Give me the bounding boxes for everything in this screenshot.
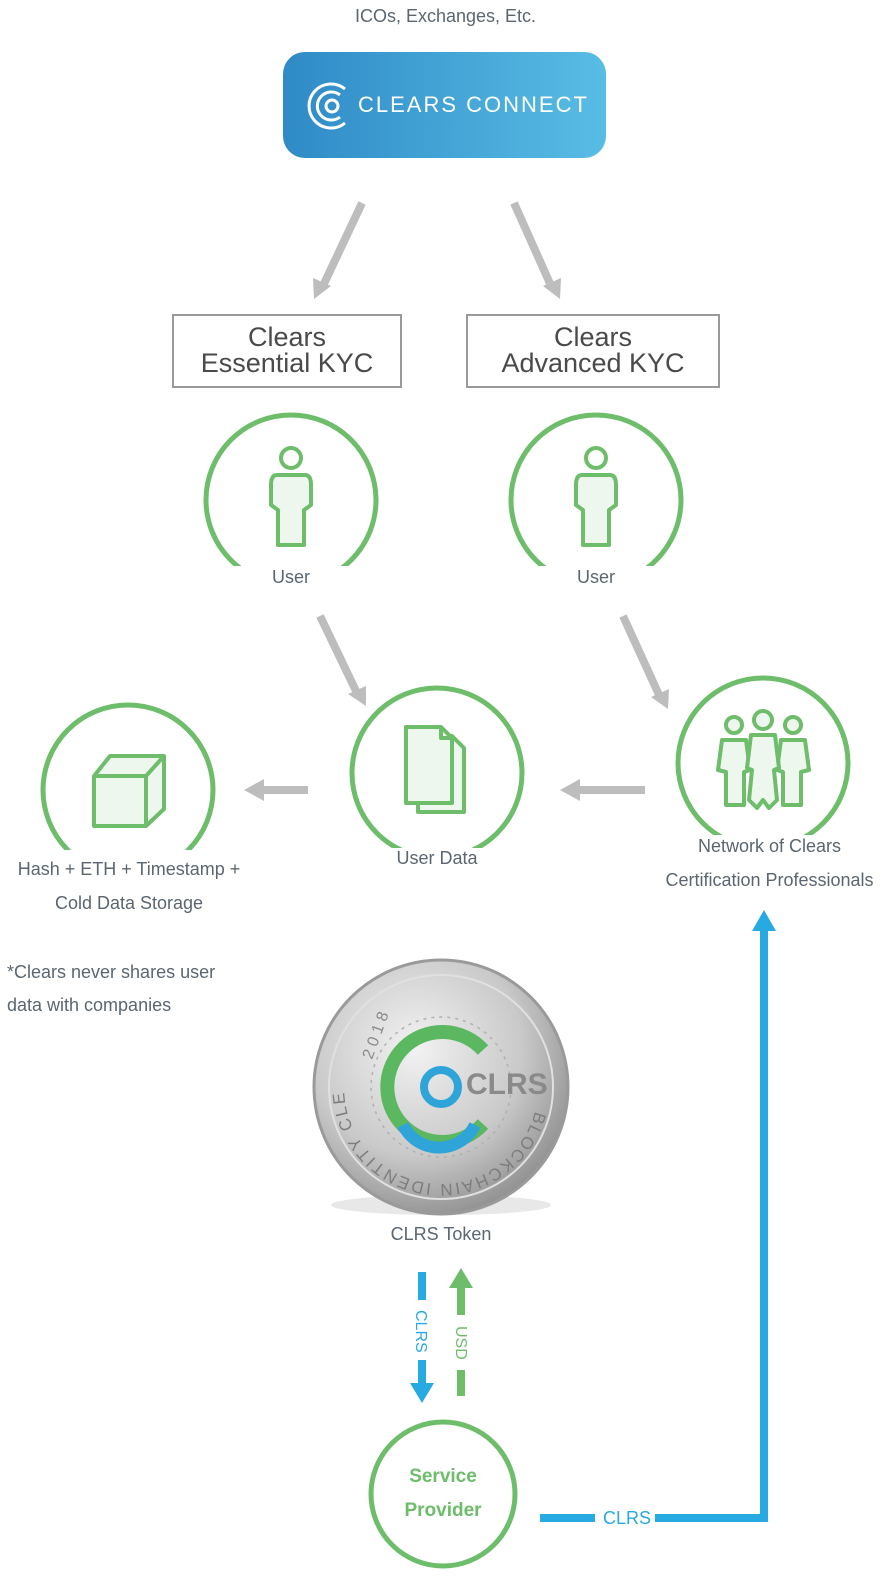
essential-kyc-box: Clears Essential KYC [172,314,402,388]
clrs-bottom-label: CLRS [603,1508,652,1528]
usd-up-label: USD [452,1326,469,1360]
user-data-node [349,685,525,848]
essential-kyc-line1: Clears [247,322,327,352]
storage-label-line1: Hash + ETH + Timestamp + [17,859,241,879]
storage-label-line2: Cold Data Storage [54,893,204,913]
coin-ring-text: BLOCKCHAIN IDENTITY CLEARING 2 0 1 8 [314,960,549,1199]
brand-name: CLEARS CONNECT [358,92,589,117]
usd-up-arrow [449,1268,473,1396]
coin-ticker: CLRS [466,1068,548,1101]
user-left-node [203,412,379,566]
user-icon [269,446,313,547]
user-right-label: User [576,567,615,587]
user-left-label: User [271,567,310,587]
advanced-kyc-line2: Advanced KYC [501,348,685,378]
people-group-icon [716,709,811,810]
arrow-user-to-network [619,614,669,709]
svg-text:BLOCKCHAIN IDENTITY CLEARING: BLOCKCHAIN IDENTITY CLEARING [314,960,549,1199]
advanced-kyc-box: Clears Advanced KYC [466,314,720,388]
user-data-label: User Data [396,848,478,868]
clears-logo-icon [307,82,346,130]
clrs-down-arrow [410,1272,434,1403]
svg-text:2 0 1 8: 2 0 1 8 [360,1009,393,1061]
service-provider-node [368,1419,518,1569]
arrow-user-to-userdata [316,614,366,706]
documents-icon [404,725,466,814]
cube-icon [92,754,166,828]
privacy-note-line1: *Clears never shares user [7,962,216,982]
arrow-userdata-to-storage [244,779,308,801]
service-provider-line1: Service [409,1466,477,1487]
storage-node [40,702,216,850]
arrow-banner-to-advanced [510,201,561,299]
clrs-coin [312,958,570,1216]
network-label-line1: Network of Clears [697,836,842,856]
arrow-network-to-userdata [560,779,645,801]
privacy-note-line2: data with companies [7,995,172,1015]
service-provider-line2: Provider [404,1500,482,1521]
user-right-node [508,412,684,566]
arrow-banner-to-essential [313,201,366,299]
network-label-line2: Certification Professionals [665,870,874,890]
clears-connect-banner[interactable]: CLEARS CONNECT [283,52,606,158]
user-icon [574,446,618,547]
clrs-down-label: CLRS [412,1310,429,1353]
essential-kyc-line2: Essential KYC [200,348,374,378]
network-node [675,675,851,835]
clrs-path-to-network [540,910,776,1522]
clrs-token-label: CLRS Token [390,1224,492,1244]
advanced-kyc-line1: Clears [553,322,633,352]
top-caption: ICOs, Exchanges, Etc. [354,6,537,26]
